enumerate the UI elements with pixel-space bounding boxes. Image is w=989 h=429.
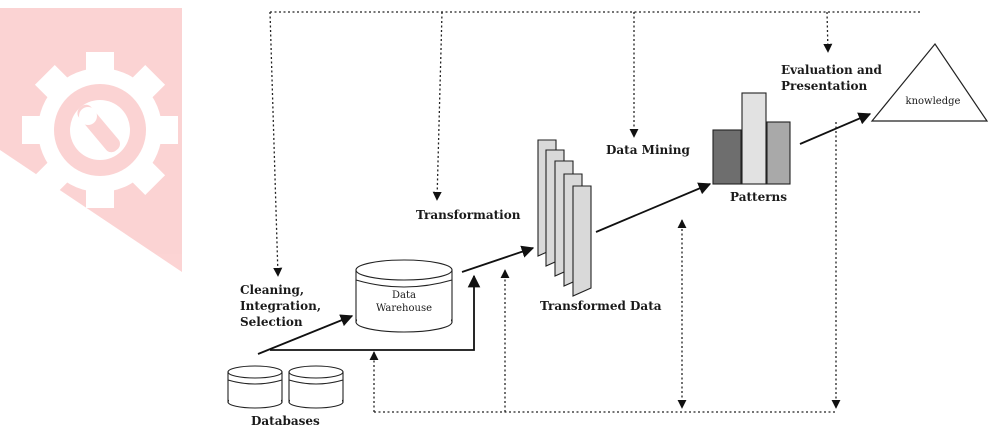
database-cylinder-2 — [288, 365, 344, 409]
transformed-data-stack — [537, 139, 592, 297]
transformation-label: Transformation — [416, 208, 521, 222]
cleaning-label-line2: Integration, — [240, 299, 321, 313]
data-mining-label: Data Mining — [606, 143, 691, 157]
knowledge-triangle — [870, 42, 989, 122]
transformed-data-label: Transformed Data — [540, 299, 662, 313]
bottom-feedback-lines — [369, 122, 841, 413]
knowledge-label: knowledge — [906, 96, 961, 107]
pattern-bar-3 — [766, 121, 791, 185]
patterns-bar-chart — [712, 92, 791, 185]
cleaning-label-line3: Selection — [240, 315, 303, 329]
data-warehouse-label-line1: Data — [392, 290, 416, 301]
watermark-logo — [0, 8, 182, 272]
database-cylinder-1 — [227, 365, 283, 409]
main-flow-arrows — [257, 112, 872, 355]
databases-icon — [227, 365, 344, 409]
cleaning-label-line1: Cleaning, — [240, 283, 304, 297]
pattern-bar-2 — [741, 92, 767, 185]
evaluation-label-line1: Evaluation and — [781, 63, 882, 77]
top-feedback-lines — [269, 11, 920, 277]
patterns-label: Patterns — [730, 190, 787, 204]
evaluation-label-line2: Presentation — [781, 79, 868, 93]
data-warehouse-icon — [355, 259, 453, 333]
databases-label: Databases — [251, 414, 320, 428]
data-warehouse-label-line2: Warehouse — [376, 303, 432, 314]
pattern-bar-1 — [712, 129, 742, 185]
